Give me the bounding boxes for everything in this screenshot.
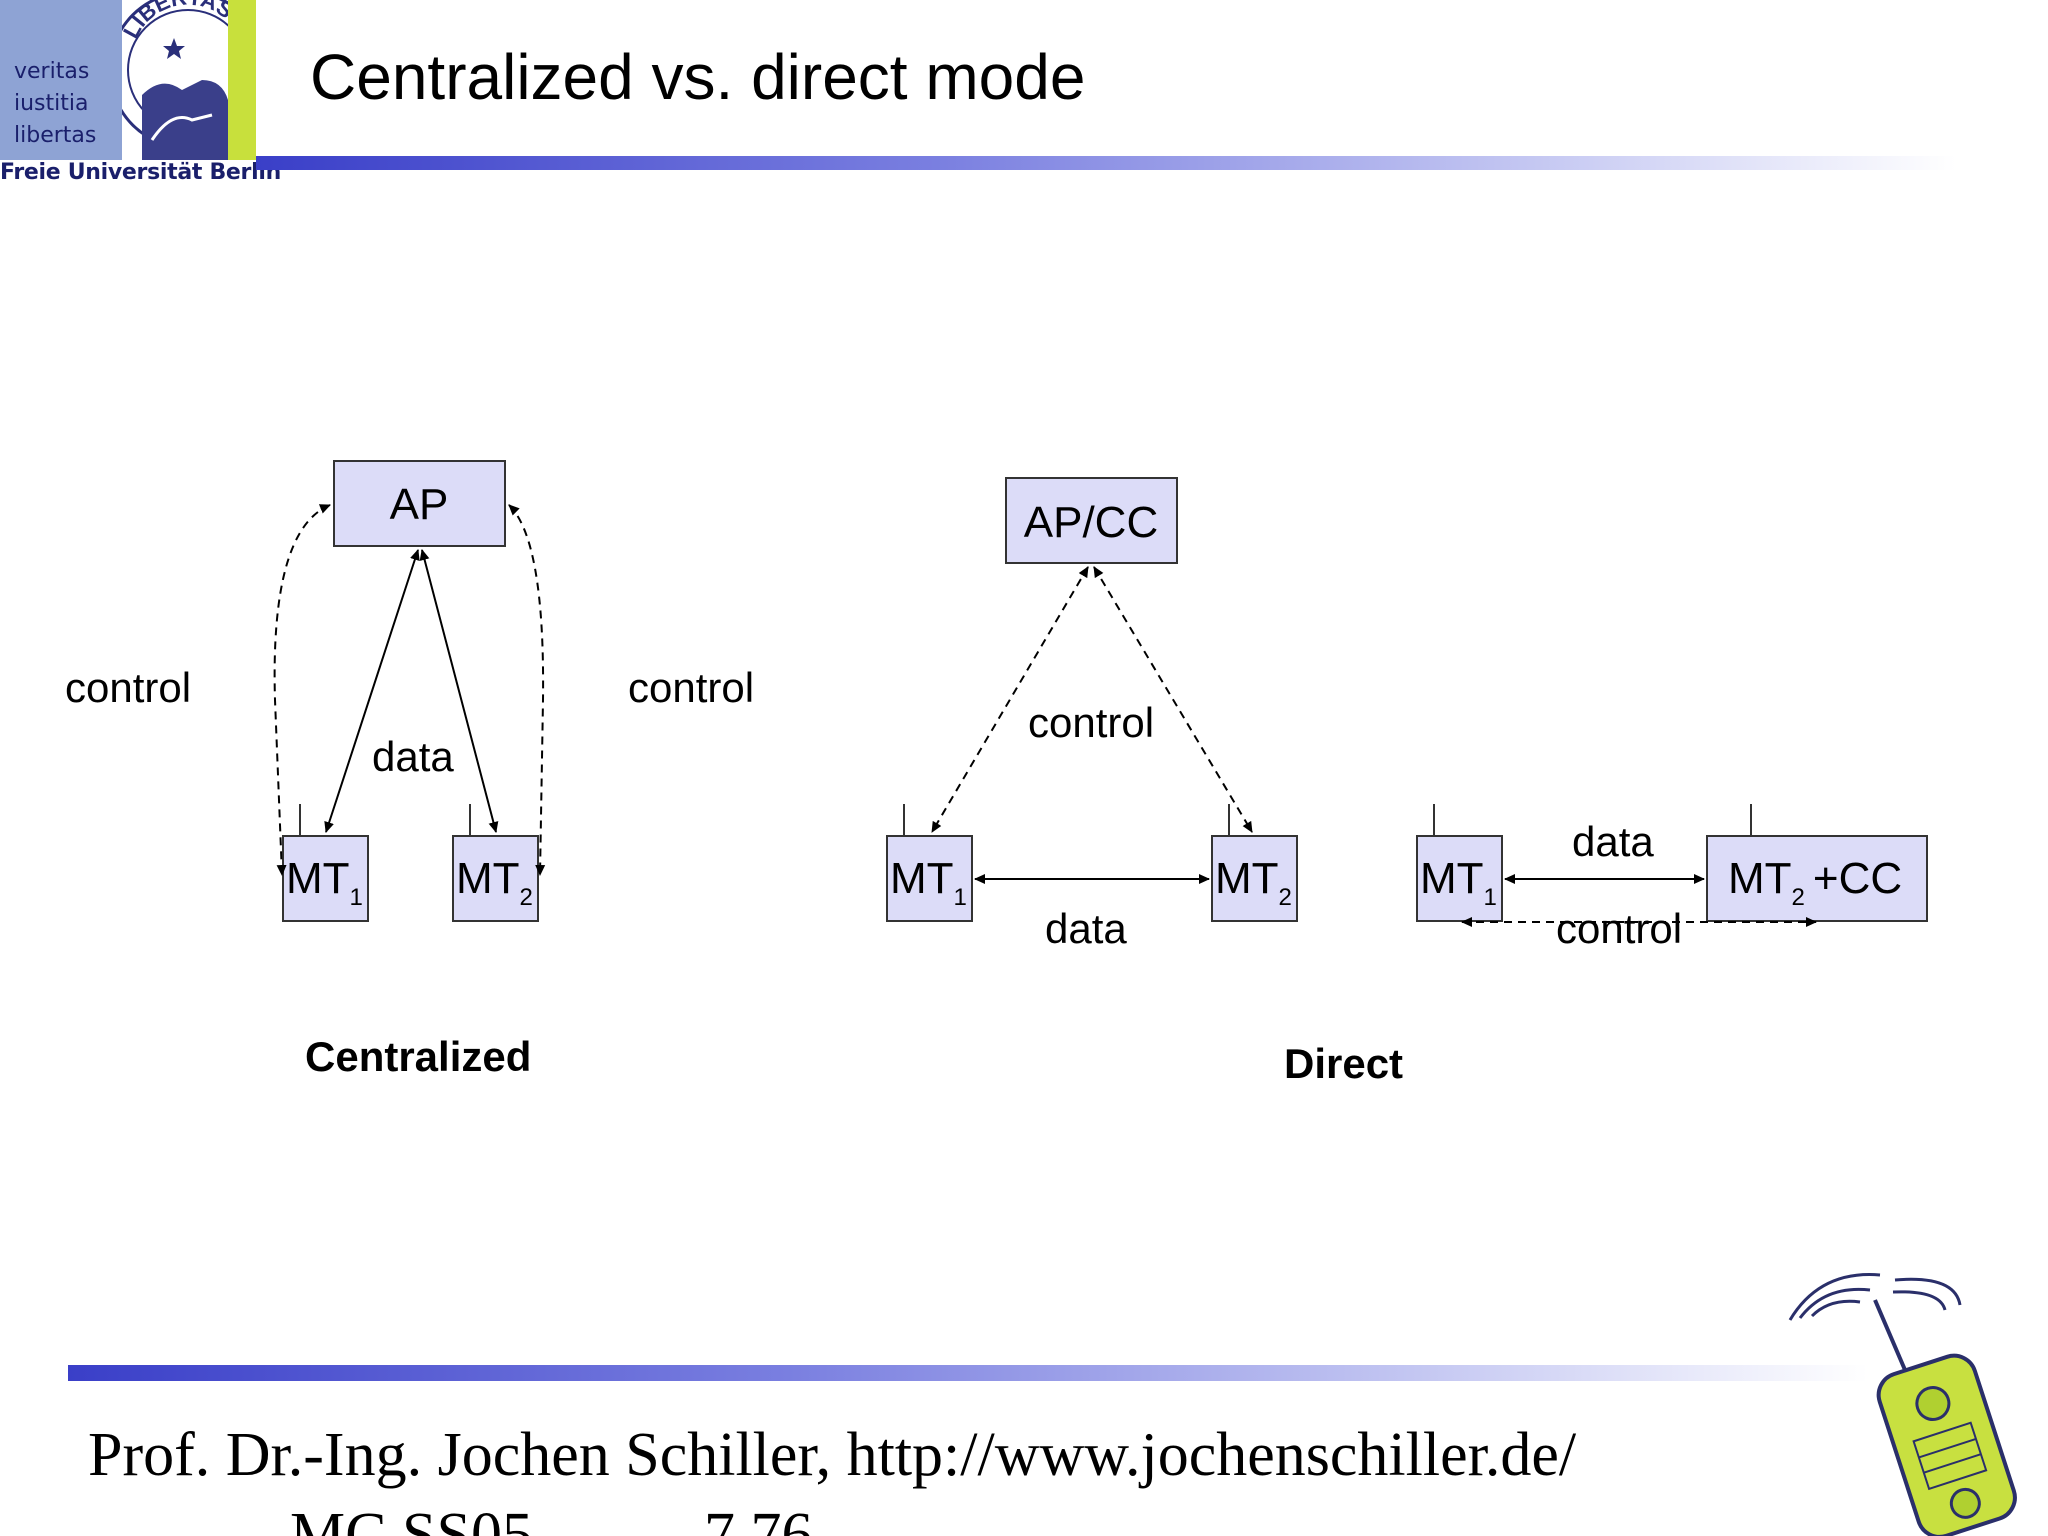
footer-course: MC SS05 <box>290 1501 533 1536</box>
logo-word-iustitia: iustitia <box>14 91 89 116</box>
mt2-cc-box <box>1706 835 1928 922</box>
data-arrow-ap-mt2 <box>419 549 499 833</box>
footer-divider <box>68 1365 1868 1381</box>
direct-mode-cc: MT1 MT2+CC data control <box>1416 804 1928 952</box>
cc-mt1-label-sub: 1 <box>1484 884 1497 911</box>
control-arrow-right <box>508 504 546 876</box>
direct-mt2-label: MT2 <box>1215 854 1292 911</box>
direct-mt1-label-sub: 1 <box>954 884 967 911</box>
direct-mt1-label-main: MT <box>890 854 954 903</box>
logo-green-stripe <box>228 0 256 160</box>
centralized-mode: AP MT1 MT2 control control data Centrali… <box>65 460 754 1080</box>
header-divider <box>256 156 1956 170</box>
control-label-right: control <box>628 664 754 711</box>
control-arrow-apcc-mt1 <box>931 566 1089 833</box>
control-label-cc: control <box>1556 905 1682 952</box>
mt2-cc-label-sub: 2 <box>1792 884 1805 911</box>
data-label-cc: data <box>1572 818 1654 865</box>
control-label-direct: control <box>1028 699 1154 746</box>
mt2-label-main: MT <box>456 854 520 903</box>
university-name: Freie Universität Berlin <box>0 160 281 185</box>
data-arrow-ap-mt1 <box>324 549 420 833</box>
direct-mode: AP/CC MT1 MT2 control data Direct <box>886 477 1403 1087</box>
control-arrow-left <box>273 504 331 876</box>
direct-mt2-label-main: MT <box>1215 854 1279 903</box>
cc-mt1-box <box>1416 835 1503 922</box>
mt1-label-main: MT <box>286 854 350 903</box>
mt2-label-sub: 2 <box>520 884 533 911</box>
ap-box <box>333 460 506 547</box>
cc-mt1-label: MT1 <box>1420 854 1497 911</box>
footer-page-number: 7.76 <box>703 1501 813 1536</box>
direct-mt2-box <box>1211 835 1298 922</box>
cc-mt1-label-main: MT <box>1420 854 1484 903</box>
university-logo: veritas iustitia libertas LIBERTAS <box>0 0 268 160</box>
centralized-caption: Centralized <box>305 1033 531 1080</box>
page-title: Centralized vs. direct mode <box>310 41 1086 113</box>
mt2-cc-label-suffix: +CC <box>1813 854 1902 903</box>
apcc-label: AP/CC <box>1024 498 1158 547</box>
direct-mt1-box <box>886 835 973 922</box>
mt2-cc-label-main: MT <box>1728 854 1792 903</box>
control-label-left: control <box>65 664 191 711</box>
ap-label: AP <box>390 480 449 529</box>
direct-mt2-label-sub: 2 <box>1279 884 1292 911</box>
footer-author: Prof. Dr.-Ing. Jochen Schiller, http://w… <box>88 1421 1577 1489</box>
mt2-cc-label: MT2 +CC <box>1728 854 1902 911</box>
direct-caption: Direct <box>1284 1040 1403 1087</box>
logo-blue-panel: veritas iustitia libertas <box>0 0 122 160</box>
logo-word-libertas: libertas <box>14 123 97 148</box>
logo-word-veritas: veritas <box>14 59 90 84</box>
university-seal-icon: LIBERTAS <box>108 0 268 160</box>
data-label-centralized: data <box>372 733 454 780</box>
direct-mt1-label: MT1 <box>890 854 967 911</box>
data-label-direct: data <box>1045 905 1127 952</box>
mobile-phone-icon <box>1788 1273 2017 1536</box>
control-arrow-apcc-mt2 <box>1093 566 1253 833</box>
mt1-label-sub: 1 <box>350 884 363 911</box>
footer-course-line: MC SS05 7.76 <box>290 1500 812 1536</box>
apcc-box <box>1005 477 1178 564</box>
